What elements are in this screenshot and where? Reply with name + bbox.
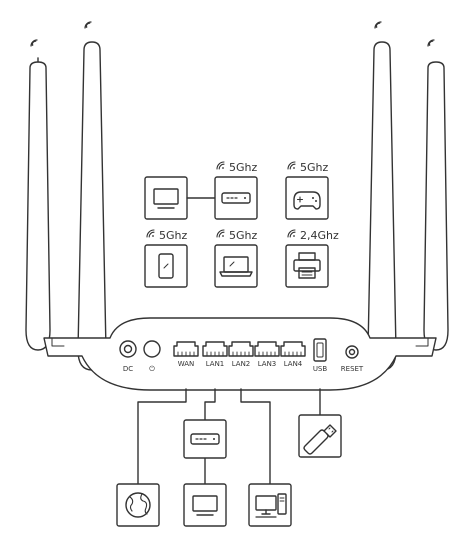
- laptop-band: 5Ghz: [229, 229, 257, 242]
- reset-button[interactable]: [345, 345, 359, 359]
- wifi-icon: [216, 229, 225, 238]
- wan-label: WAN: [178, 360, 195, 368]
- tv-device: [144, 176, 188, 220]
- tv-icon: [153, 188, 179, 209]
- internet-device: [116, 483, 160, 527]
- printer-icon: [293, 252, 321, 279]
- wifi-icon: [146, 229, 155, 238]
- usb-port[interactable]: [313, 338, 327, 362]
- phone-device: [144, 244, 188, 288]
- antenna-right: [367, 21, 397, 371]
- wifi-icon: [287, 229, 296, 238]
- usb-drive-icon: [303, 424, 337, 455]
- phone-band: 5Ghz: [159, 229, 187, 242]
- laptop-icon: [219, 256, 253, 277]
- printer-band: 2,4Ghz: [300, 229, 339, 242]
- modem-icon: [221, 192, 251, 204]
- modem-band: 5Ghz: [229, 161, 257, 174]
- wifi-icon: [216, 161, 225, 170]
- dc-label: DC: [123, 365, 133, 373]
- wired-connectors: [137, 388, 321, 485]
- laptop-device: [214, 244, 258, 288]
- dc-port[interactable]: [119, 340, 137, 358]
- gamepad-band: 5Ghz: [300, 161, 328, 174]
- desktop-device: [248, 483, 292, 527]
- wired-modem-device: [183, 419, 227, 459]
- lan4-port[interactable]: [280, 341, 306, 357]
- modem-device: [214, 176, 258, 220]
- wifi-icon: [427, 39, 435, 47]
- wan-port[interactable]: [173, 341, 199, 357]
- wifi-icon: [30, 39, 38, 47]
- antenna-far-right: [423, 39, 449, 351]
- antenna-far-left: [25, 39, 51, 351]
- wifi-icon: [374, 21, 382, 29]
- usb-label: USB: [313, 365, 328, 373]
- tv-icon: [192, 495, 218, 516]
- lan4-label: LAN4: [284, 360, 303, 368]
- modem-icon: [190, 433, 220, 445]
- reset-label: RESET: [341, 365, 364, 373]
- lan2-port[interactable]: [228, 341, 254, 357]
- gamepad-icon: [293, 191, 321, 210]
- printer-device: [285, 244, 329, 288]
- antenna-left: [77, 21, 107, 371]
- lan1-port[interactable]: [202, 341, 228, 357]
- power-label: ⏻: [149, 365, 155, 373]
- gamepad-device: [285, 176, 329, 220]
- globe-icon: [125, 492, 151, 518]
- lan3-port[interactable]: [254, 341, 280, 357]
- lan2-label: LAN2: [232, 360, 251, 368]
- wifi-icon: [84, 21, 92, 29]
- router-body: [43, 317, 437, 391]
- wired-tv-device: [183, 483, 227, 527]
- phone-icon: [158, 253, 174, 279]
- wifi-icon: [287, 161, 296, 170]
- lan3-label: LAN3: [258, 360, 277, 368]
- power-button[interactable]: [143, 340, 161, 358]
- desktop-icon: [255, 493, 287, 518]
- lan1-label: LAN1: [206, 360, 225, 368]
- usb-drive-device: [298, 414, 342, 458]
